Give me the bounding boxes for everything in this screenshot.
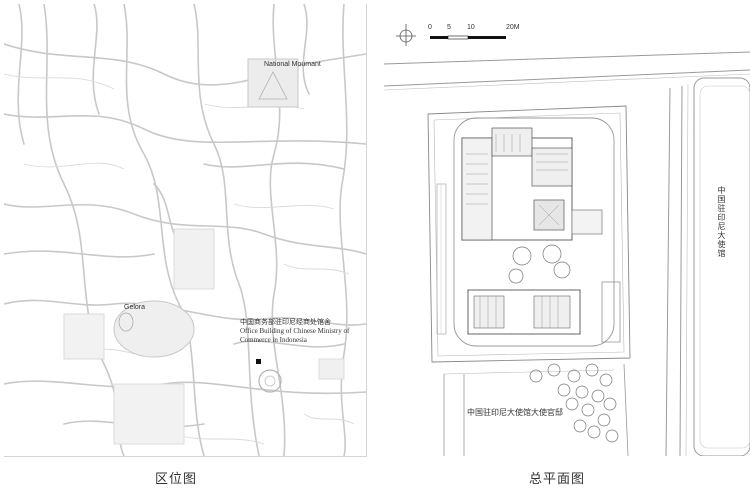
label-site-cn: 中国商务部驻印尼经商处馆舍	[240, 319, 331, 326]
scale-label-20m: 20M	[506, 24, 520, 31]
courtyard-trees	[508, 244, 571, 284]
site-plan-drawing	[384, 24, 750, 456]
lower-building	[467, 289, 581, 335]
main-building	[461, 127, 603, 241]
label-site-en-line2: Commerce in Indonesia	[240, 336, 307, 344]
roundabout	[258, 369, 282, 393]
label-gelora: Gelora	[124, 304, 146, 311]
scale-label-10: 10	[467, 24, 475, 31]
gelora-area	[113, 300, 195, 358]
scale-bar	[430, 35, 506, 40]
caption-location-map: 区位图	[155, 472, 198, 487]
label-site-en-line1: Office Building of Chinese Ministry of	[240, 327, 350, 335]
location-map-roads	[4, 4, 366, 456]
label-national-monument: National Moumant	[264, 61, 321, 68]
caption-site-plan: 总平面图	[529, 472, 586, 487]
location-map: National Moumant Gelora 中国商务部驻印尼经商处馆舍 Of…	[4, 4, 367, 457]
label-residence: 中国驻印尼大使馆大使官邸	[467, 408, 563, 417]
scale-label-5: 5	[447, 24, 451, 31]
site-plan: 0 5 10 20M 中国驻印尼大使馆 中国驻印尼大使馆大使官邸	[384, 14, 750, 456]
north-arrow-icon	[396, 24, 416, 46]
label-embassy: 中国驻印尼大使馆	[717, 186, 726, 258]
scale-label-0: 0	[428, 24, 432, 31]
site-marker	[256, 359, 261, 364]
tree-cluster	[529, 363, 619, 443]
